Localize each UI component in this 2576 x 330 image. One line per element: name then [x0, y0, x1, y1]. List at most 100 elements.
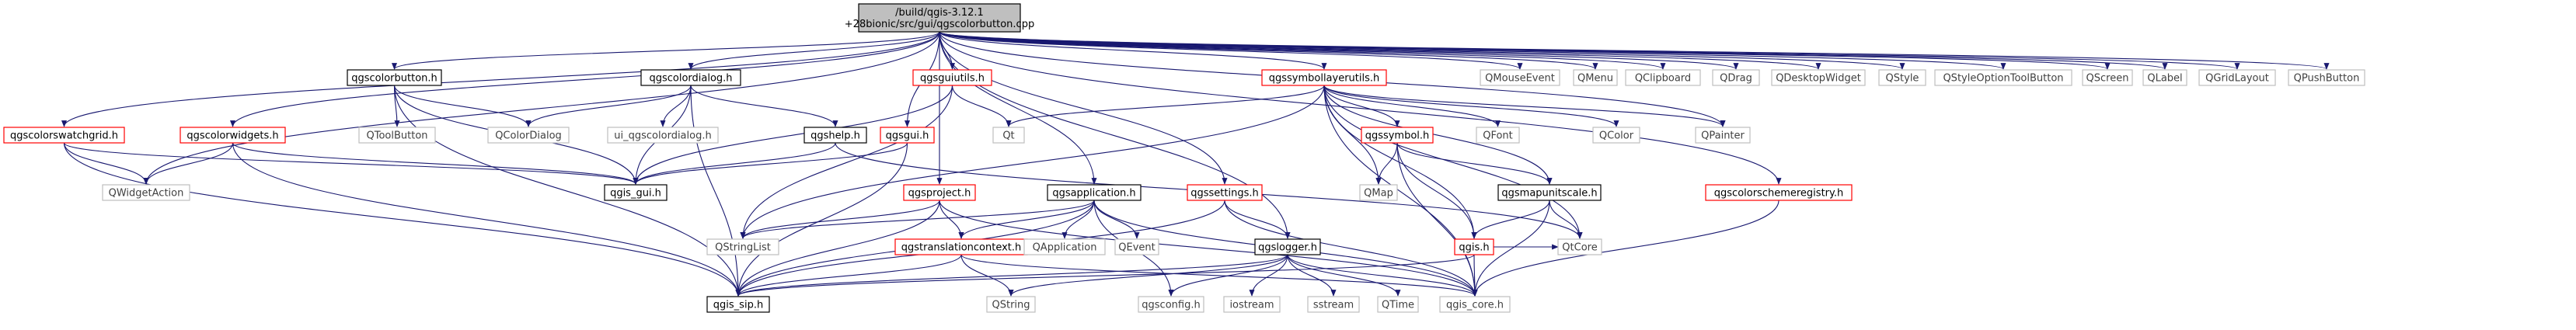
node-label: QMenu	[1577, 73, 1613, 85]
node-qt: Qt	[992, 127, 1025, 144]
node-label: QApplication	[1033, 242, 1097, 254]
node-label: ui_qgscolordialog.h	[614, 130, 711, 142]
edge-qgslogger-to-iostream	[1249, 254, 1288, 297]
node-root[interactable]: /build/qgis-3.12.1+28bionic/src/gui/qgsc…	[845, 3, 1034, 33]
node-qgis-sip[interactable]: qgis_sip.h	[706, 296, 770, 313]
edge-qgssymbol-to-qgis_core	[1396, 142, 1478, 297]
edge-qgsproject-to-qgis_sip	[735, 200, 940, 297]
node-qtoolbutton: QToolButton	[358, 127, 436, 144]
node-qgscolordialog[interactable]: qgscolordialog.h	[640, 69, 741, 86]
node-qgssettings[interactable]: qgssettings.h	[1187, 184, 1263, 201]
node-label: qgssymbol.h	[1365, 130, 1430, 142]
node-qgsgui[interactable]: qgsgui.h	[880, 127, 935, 144]
edge-qgssettings-to-qgslogger	[1224, 200, 1291, 239]
node-qstring: QString	[986, 296, 1036, 313]
node-qgsmapunitscale[interactable]: qgsmapunitscale.h	[1497, 184, 1602, 201]
node-label: QScreen	[2086, 73, 2129, 85]
node-sstream: sstream	[1307, 296, 1360, 313]
node-qgridlayout: QGridLayout	[2198, 69, 2276, 86]
edge-qgstranslationcontext-to-QString	[960, 254, 1014, 297]
node-qgis-core: qgis_core.h	[1439, 296, 1511, 313]
edge-qgssymbollayerutils-to-qgsmapunitscale	[1323, 85, 1553, 185]
node-label: qgscolorwidgets.h	[186, 130, 278, 142]
edge-qgshelp-to-qgis_gui	[633, 142, 836, 185]
edge-root-to-QMouseEvent	[939, 31, 1523, 70]
node-label: QTime	[1382, 300, 1414, 311]
edge-root-to-QPushButton	[939, 31, 2329, 70]
node-label: sstream	[1313, 300, 1354, 311]
node-label: QColor	[1599, 130, 1634, 142]
node-layer: /build/qgis-3.12.1+28bionic/src/gui/qgsc…	[3, 3, 2365, 313]
edge-qgslogger-to-qgis_core	[1287, 254, 1478, 297]
node-qgssymbollayerutils[interactable]: qgssymbollayerutils.h	[1261, 69, 1387, 86]
node-label: iostream	[1229, 300, 1274, 311]
edge-root-to-qgslogger	[939, 31, 1291, 239]
edge-qgsgui-to-qgis_gui	[633, 142, 908, 185]
node-qpainter: QPainter	[1695, 127, 1751, 144]
edge-qgis-to-qgis_core	[1472, 254, 1478, 297]
node-label: qgsgui.h	[886, 130, 929, 142]
node-qgssymbol[interactable]: qgssymbol.h	[1361, 127, 1434, 144]
node-qgstranslationcontext[interactable]: qgstranslationcontext.h	[894, 238, 1028, 255]
node-label: QStyle	[1886, 73, 1919, 85]
node-qwidgetaction: QWidgetAction	[102, 184, 190, 201]
edge-qgsapplication-to-QEvent	[1093, 200, 1140, 239]
node-label: QMouseEvent	[1485, 73, 1555, 85]
node-label: qgis_sip.h	[713, 300, 763, 311]
node-label: qgstranslationcontext.h	[901, 242, 1022, 254]
edge-root-to-QDesktopWidget	[939, 31, 1821, 70]
node-qgsguiutils[interactable]: qgsguiutils.h	[912, 69, 992, 86]
node-qgis-gui[interactable]: qgis_gui.h	[604, 184, 668, 201]
node-label: QStyleOptionToolButton	[1943, 73, 2063, 85]
node-qpushbutton: QPushButton	[2288, 69, 2365, 86]
node-qgsconfig: qgsconfig.h	[1138, 296, 1204, 313]
node-qgshelp[interactable]: qgshelp.h	[803, 127, 867, 144]
node-label: qgssymbollayerutils.h	[1269, 73, 1380, 85]
edge-qgscolorbutton-to-QColorDialog	[393, 85, 532, 127]
node-iostream: iostream	[1223, 296, 1281, 313]
node-qgscolorschemeregistry[interactable]: qgscolorschemeregistry.h	[1705, 184, 1853, 201]
node-qtime: QTime	[1377, 296, 1419, 313]
edge-qgssymbollayerutils-to-QColor	[1323, 85, 1619, 127]
node-label: QString	[992, 300, 1030, 311]
node-qgsapplication[interactable]: qgsapplication.h	[1047, 184, 1142, 201]
edge-qgsapplication-to-QApplication	[1061, 200, 1095, 239]
edge-qgsguiutils-to-qgis_gui	[633, 85, 953, 185]
node-label: +28bionic/src/gui/qgscolorbutton.cpp	[845, 19, 1034, 30]
edge-root-to-qgscolorswatchgrid	[61, 31, 940, 127]
node-ui-qgscolordialog: ui_qgscolordialog.h	[607, 127, 719, 144]
node-label: QDesktopWidget	[1776, 73, 1861, 85]
edge-root-to-qgssettings	[939, 31, 1228, 185]
node-qgscolorwidgets[interactable]: qgscolorwidgets.h	[180, 127, 286, 144]
node-qcolordialog: QColorDialog	[487, 127, 570, 144]
node-qcolor: QColor	[1592, 127, 1640, 144]
node-label: qgis.h	[1459, 242, 1489, 254]
node-qstyleoptiontoolbutton: QStyleOptionToolButton	[1934, 69, 2072, 86]
node-label: Qt	[1002, 130, 1014, 142]
node-qscreen: QScreen	[2082, 69, 2133, 86]
node-qapplication: QApplication	[1023, 238, 1106, 255]
node-label: qgshelp.h	[810, 130, 860, 142]
node-qgis[interactable]: qgis.h	[1454, 238, 1494, 255]
edge-qgscolorschemeregistry-to-qgis_core	[1472, 200, 1779, 297]
edge-root-to-QWidgetAction	[143, 31, 940, 185]
node-qgslogger[interactable]: qgslogger.h	[1254, 238, 1321, 255]
node-qgsproject[interactable]: qgsproject.h	[903, 184, 976, 201]
node-qgscolorbutton[interactable]: qgscolorbutton.h	[347, 69, 442, 86]
node-qstyle: QStyle	[1878, 69, 1926, 86]
edge-qgssymbollayerutils-to-Qt	[1006, 85, 1325, 127]
node-label: QMap	[1364, 188, 1393, 200]
edge-root-to-QStyle	[939, 31, 1905, 70]
edge-qgsgui-to-qgis_sip	[735, 142, 908, 297]
edge-qgsguiutils-to-Qt	[951, 85, 1012, 127]
edge-qgsmapunitscale-to-QCore	[1549, 200, 1583, 239]
edge-root-to-qgscolorschemeregistry	[939, 31, 1782, 185]
edge-qgsguiutils-to-QStringList	[740, 85, 953, 239]
edge-root-to-qgssymbollayerutils	[939, 31, 1327, 70]
node-qgscolorswatchgrid[interactable]: qgscolorswatchgrid.h	[3, 127, 125, 144]
node-label: qgssettings.h	[1190, 188, 1259, 200]
edge-qgslogger-to-sstream	[1287, 254, 1337, 297]
edge-root-to-qgscolorwidgets	[230, 31, 940, 127]
node-label: /build/qgis-3.12.1	[895, 7, 984, 19]
edge-qgscolorwidgets-to-qgis_sip	[232, 142, 741, 297]
